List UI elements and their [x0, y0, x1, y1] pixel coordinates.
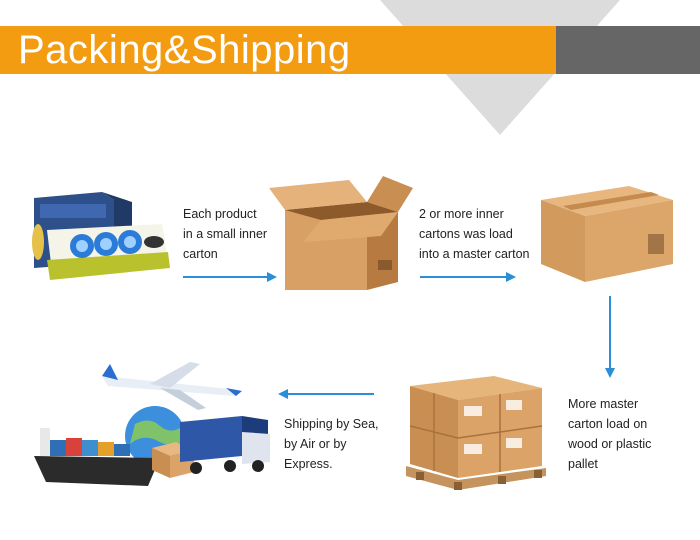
- step-3-caption: More master carton load on wood or plast…: [568, 394, 651, 474]
- open-carton-image: [269, 176, 413, 290]
- header-banner: [0, 26, 556, 74]
- step-1-line-3: carton: [183, 247, 218, 261]
- product-package-image: [32, 192, 170, 280]
- page-title: Packing&Shipping: [18, 28, 351, 72]
- arrow-left-icon: [278, 389, 374, 399]
- step-1-caption: Each product in a small inner carton: [183, 204, 267, 264]
- truck-icon: [180, 416, 270, 474]
- header-banner-accent: [556, 26, 700, 74]
- step-3-line-3: wood or plastic: [568, 437, 652, 451]
- step-2-caption: 2 or more inner cartons was load into a …: [419, 204, 529, 264]
- step-4-line-2: by Air or by: [284, 437, 347, 451]
- shipping-methods-image: [34, 362, 270, 486]
- arrow-down-icon: [605, 296, 615, 378]
- step-2-line-2: cartons was load: [419, 227, 513, 241]
- cargo-ship-icon: [34, 428, 160, 486]
- step-2-line-1: 2 or more inner: [419, 207, 504, 221]
- step-1-line-2: in a small inner: [183, 227, 268, 241]
- master-carton-image: [541, 186, 673, 282]
- arrow-right-icon: [420, 272, 516, 282]
- airplane-icon: [102, 362, 242, 410]
- step-2-line-3: into a master carton: [419, 247, 530, 261]
- arrow-right-icon: [183, 272, 277, 282]
- step-4-line-3: Express.: [284, 457, 333, 471]
- step-3-line-4: pallet: [568, 457, 598, 471]
- step-3-line-2: carton load on: [568, 417, 648, 431]
- step-3-line-1: More master: [568, 397, 639, 411]
- step-1-line-1: Each product: [183, 207, 257, 221]
- pallet-cartons-image: [406, 376, 546, 490]
- step-4-line-1: Shipping by Sea,: [284, 417, 379, 431]
- step-4-caption: Shipping by Sea, by Air or by Express.: [284, 414, 379, 474]
